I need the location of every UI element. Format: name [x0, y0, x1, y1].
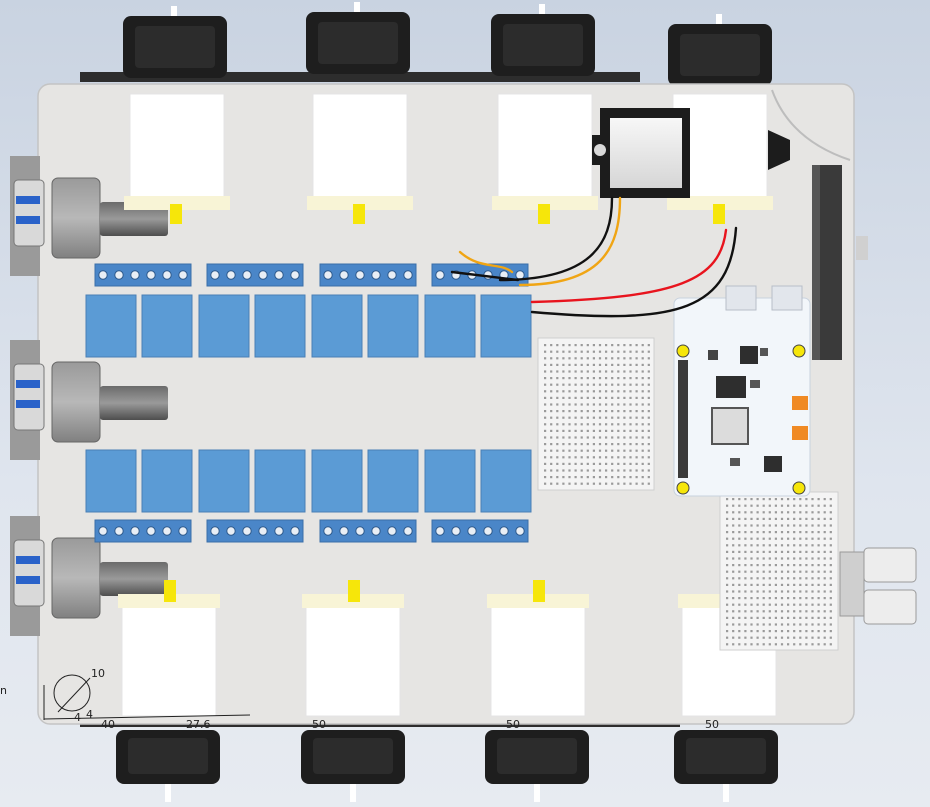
relay-modules-group — [85, 294, 532, 513]
motor-icon — [118, 580, 220, 717]
relay-module-icon — [480, 294, 532, 358]
dimension-label-circle: 10 — [91, 667, 105, 680]
wheel-icon — [123, 6, 227, 78]
breadboard-small — [537, 337, 655, 491]
wheel-icon — [668, 14, 772, 86]
dimension-label-50-a: 50 — [312, 718, 326, 731]
motor-icon — [124, 93, 230, 224]
relay-module-icon — [198, 294, 250, 358]
terminal-block-icon — [319, 519, 417, 543]
relay-module-icon — [254, 294, 306, 358]
dimension-label-50-c: 50 — [705, 718, 719, 731]
usb-connector-icon — [10, 340, 168, 460]
dimension-label-27-6: 27.6 — [186, 718, 211, 731]
terminal-block-icon — [319, 263, 417, 287]
terminal-blocks-group — [94, 263, 529, 543]
relay-module-icon — [424, 449, 476, 513]
relay-module-icon — [198, 449, 250, 513]
wheel-icon — [491, 4, 595, 76]
terminal-block-icon — [431, 519, 529, 543]
switch-icon — [768, 130, 868, 360]
dimension-label-small-b: 4 — [86, 708, 93, 721]
relay-module-icon — [141, 449, 193, 513]
relay-module-icon — [85, 449, 137, 513]
dimension-annotations — [43, 674, 251, 720]
relay-module-icon — [424, 294, 476, 358]
motors-group — [118, 93, 780, 717]
dimension-label-small-a: 4 — [74, 711, 81, 724]
top-frame-bar — [80, 72, 640, 82]
camera-module-icon — [592, 108, 690, 198]
dimension-circle-icon — [53, 674, 91, 712]
relay-module-icon — [254, 449, 306, 513]
microcontroller-board-icon — [673, 285, 811, 497]
terminal-block-icon — [94, 519, 192, 543]
edge-text: n — [0, 684, 7, 697]
left-connectors-group — [10, 156, 168, 636]
terminal-block-icon — [94, 263, 192, 287]
relay-module-icon — [367, 294, 419, 358]
breadboard-large — [719, 491, 839, 651]
wheel-icon — [301, 730, 405, 802]
wheel-icon — [485, 730, 589, 802]
right-usb-connectors — [839, 547, 917, 625]
relay-module-icon — [480, 449, 532, 513]
relay-module-icon — [311, 449, 363, 513]
wheels-group — [116, 2, 778, 802]
motor-icon — [487, 580, 589, 717]
relay-module-icon — [141, 294, 193, 358]
plate-corner-curve — [771, 89, 851, 161]
usb-connector-icon — [10, 516, 168, 636]
motor-icon — [307, 93, 413, 224]
relay-module-icon — [367, 449, 419, 513]
wheel-icon — [306, 2, 410, 74]
relay-module-icon — [311, 294, 363, 358]
motor-icon — [492, 93, 598, 224]
wheel-icon — [674, 730, 778, 802]
usb-connector-icon — [10, 156, 168, 276]
wires-group — [450, 196, 738, 318]
dimension-label-50-b: 50 — [506, 718, 520, 731]
wheel-icon — [116, 730, 220, 802]
terminal-block-icon — [206, 263, 304, 287]
relay-module-icon — [85, 294, 137, 358]
terminal-block-icon — [206, 519, 304, 543]
motor-icon — [302, 580, 404, 717]
dimension-label-40: 40 — [101, 718, 115, 731]
